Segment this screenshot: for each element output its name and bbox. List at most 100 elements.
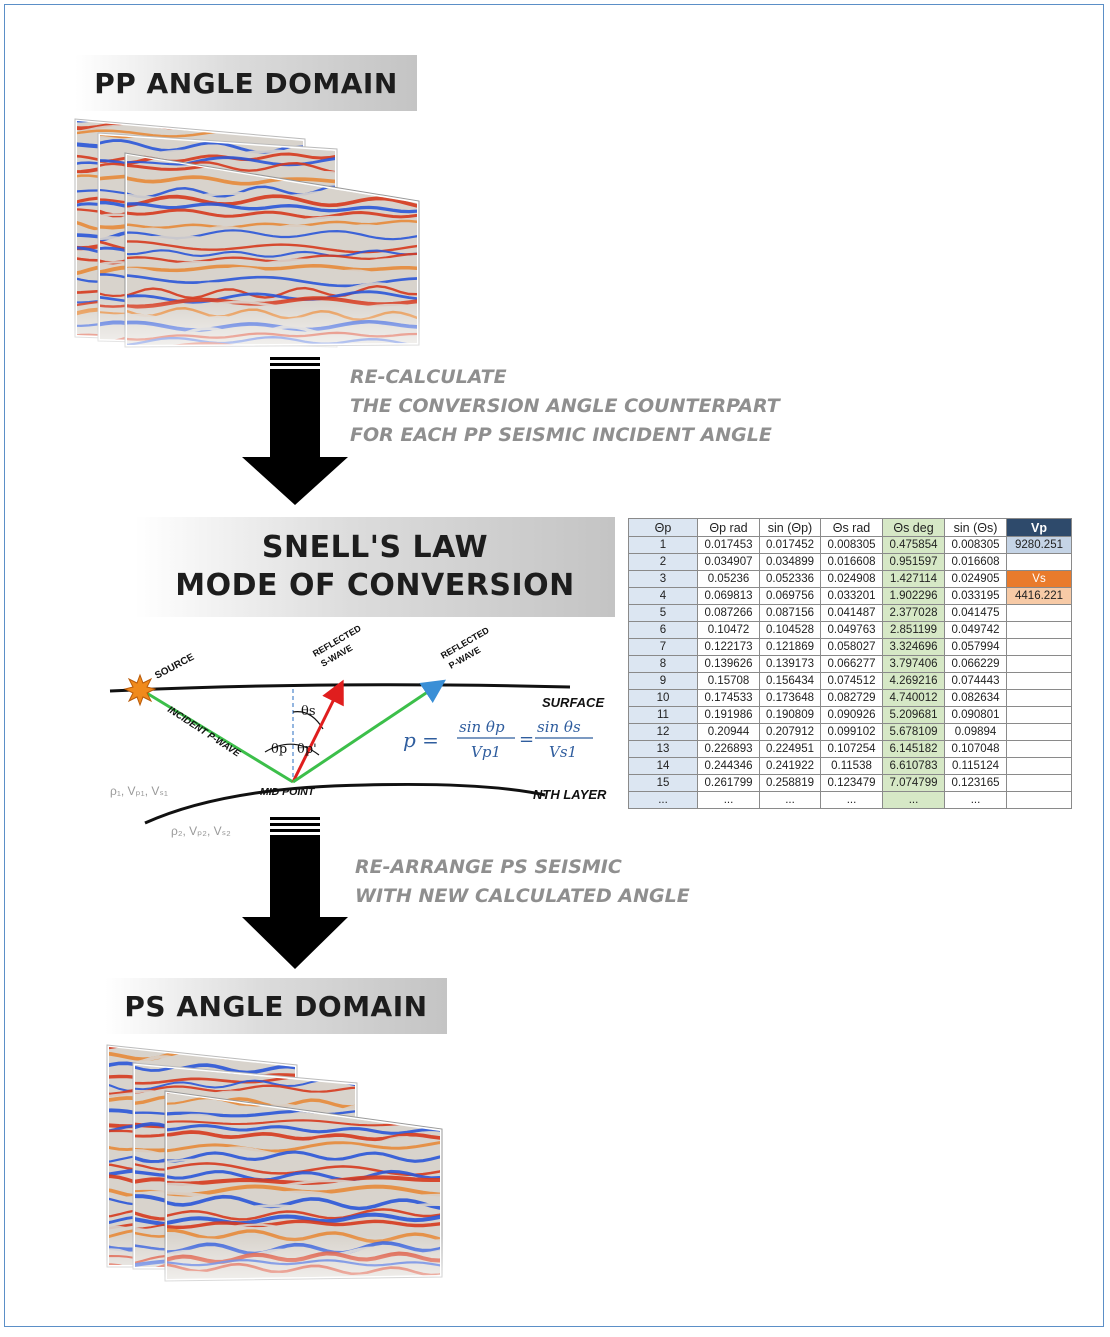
table-cell: 3.324696 <box>882 638 945 656</box>
table-cell: 0.115124 <box>944 757 1007 775</box>
table-cell: 4 <box>628 587 698 605</box>
table-cell: 0.008305 <box>944 536 1007 554</box>
table-cell: 0.017452 <box>759 536 821 554</box>
table-cell: 0.107254 <box>820 740 883 758</box>
table-cell: 0.049742 <box>944 621 1007 639</box>
table-cell: 0.10472 <box>697 621 760 639</box>
header-sin-theta-s: sin (Θs) <box>944 518 1007 537</box>
table-cell <box>1006 774 1072 792</box>
table-cell: 2.851199 <box>882 621 945 639</box>
rearrange-note: RE-ARRANGE PS SEISMIC WITH NEW CALCULATE… <box>355 853 690 911</box>
table-cell: 14 <box>628 757 698 775</box>
table-cell: 0.190809 <box>759 706 821 724</box>
table-cell: 0.024908 <box>820 570 883 588</box>
table-cell: 0.066229 <box>944 655 1007 673</box>
table-cell <box>1006 740 1072 758</box>
table-cell: 0.226893 <box>697 740 760 758</box>
table-cell: 0.139173 <box>759 655 821 673</box>
table-cell: 0.122173 <box>697 638 760 656</box>
table-header-row: Θp Θp rad sin (Θp) Θs rad Θs deg sin (Θs… <box>628 518 1072 537</box>
table-cell: 2.377028 <box>882 604 945 622</box>
recalculate-note-line-2: THE CONVERSION ANGLE COUNTERPART <box>350 395 780 417</box>
equation-denominator-2: Vs1 <box>549 743 577 761</box>
table-cell: 0.058027 <box>820 638 883 656</box>
equation-numerator-1: sin θp <box>459 718 505 736</box>
table-cell: 7.074799 <box>882 774 945 792</box>
header-theta-s-deg: Θs deg <box>882 518 945 537</box>
table-cell: 1 <box>628 536 698 554</box>
table-cell: 0.09894 <box>944 723 1007 741</box>
table-cell: 0.034907 <box>697 553 760 571</box>
mid-point-label: MID POINT <box>260 786 316 798</box>
table-cell: 13 <box>628 740 698 758</box>
table-cell <box>1006 604 1072 622</box>
table-cell: 0.016608 <box>944 553 1007 571</box>
incident-p-wave-ray <box>139 687 294 784</box>
table-cell: 0.033201 <box>820 587 883 605</box>
table-row: .................. <box>628 791 1072 809</box>
table-cell: 0.074443 <box>944 672 1007 690</box>
table-cell <box>1006 672 1072 690</box>
table-cell: 0.052336 <box>759 570 821 588</box>
recalculate-note: RE-CALCULATE THE CONVERSION ANGLE COUNTE… <box>350 363 780 450</box>
table-cell: 0.11538 <box>820 757 883 775</box>
equation-lhs: p = <box>403 728 439 752</box>
table-cell: 0.090926 <box>820 706 883 724</box>
header-sin-theta-p: sin (Θp) <box>759 518 821 537</box>
table-cell: 6 <box>628 621 698 639</box>
table-cell: 5 <box>628 604 698 622</box>
table-cell: 0.123165 <box>944 774 1007 792</box>
table-cell: 3.797406 <box>882 655 945 673</box>
recalculate-note-line-1: RE-CALCULATE <box>350 366 507 388</box>
equation-equals: = <box>519 729 534 750</box>
table-cell: 0.099102 <box>820 723 883 741</box>
snell-title-line-2: MODE OF CONVERSION <box>175 568 575 603</box>
snell-title-line-1: SNELL'S LAW <box>261 530 489 565</box>
table-cell: ... <box>628 791 698 809</box>
table-cell: 3 <box>628 570 698 588</box>
table-cell: 0.15708 <box>697 672 760 690</box>
table-cell: 1.427114 <box>882 570 945 588</box>
table-cell <box>1006 757 1072 775</box>
table-cell: ... <box>820 791 883 809</box>
table-cell: 5.209681 <box>882 706 945 724</box>
table-cell: 0.041487 <box>820 604 883 622</box>
table-cell: 0.017453 <box>697 536 760 554</box>
header-theta-s-rad: Θs rad <box>820 518 883 537</box>
table-cell: 0.104528 <box>759 621 821 639</box>
pp-seismic-stack <box>65 118 425 363</box>
table-cell: 0.244346 <box>697 757 760 775</box>
table-cell: 2 <box>628 553 698 571</box>
source-label: SOURCE <box>153 652 196 682</box>
table-cell: 0.156434 <box>759 672 821 690</box>
angle-arc-p <box>264 743 320 756</box>
ps-angle-domain-banner: PS ANGLE DOMAIN <box>105 978 447 1034</box>
table-cell: 0.951597 <box>882 553 945 571</box>
pp-angle-domain-title: PP ANGLE DOMAIN <box>94 66 398 100</box>
table-cell: 1.902296 <box>882 587 945 605</box>
table-cell: 9280.251 <box>1006 536 1072 554</box>
table-cell: 12 <box>628 723 698 741</box>
table-cell: 0.033195 <box>944 587 1007 605</box>
figure: PP ANGLE DOMAIN RE-CALCULATE THE CONVERS… <box>4 4 1104 1327</box>
table-cell: 15 <box>628 774 698 792</box>
table-cell: 0.261799 <box>697 774 760 792</box>
table-cell: 0.049763 <box>820 621 883 639</box>
table-cell: 0.123479 <box>820 774 883 792</box>
table-cell: Vs <box>1006 570 1072 588</box>
table-cell: ... <box>697 791 760 809</box>
table-cell: 4.269216 <box>882 672 945 690</box>
layer1-properties: ρ₁, Vₚ₁, Vₛ₁ <box>110 784 168 798</box>
table-cell: 5.678109 <box>882 723 945 741</box>
table-cell: 11 <box>628 706 698 724</box>
equation-numerator-2: sin θs <box>537 718 581 736</box>
table-cell: 0.05236 <box>697 570 760 588</box>
